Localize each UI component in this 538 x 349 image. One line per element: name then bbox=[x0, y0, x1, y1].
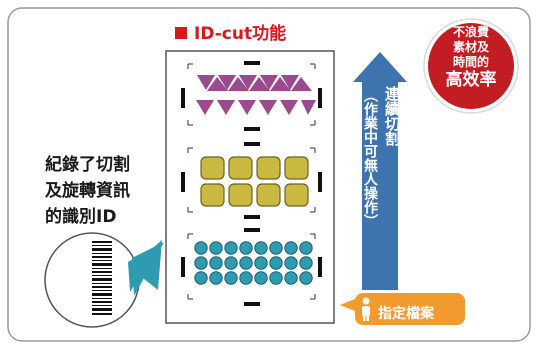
arrow-main-text: 連續切割 bbox=[383, 86, 401, 146]
badge-line-3: 時間的 bbox=[452, 55, 489, 69]
feed-arrow bbox=[353, 52, 407, 290]
id-caption-line-3: 的識別ID bbox=[45, 207, 117, 227]
id-caption-line-2: 及旋轉資訊 bbox=[45, 181, 130, 201]
title-text: ID-cut功能 bbox=[194, 24, 287, 44]
badge-line-2: 素材及 bbox=[452, 40, 489, 54]
registration-marks bbox=[181, 61, 322, 306]
badge-line-1: 不浪費 bbox=[452, 25, 489, 39]
corner-marks bbox=[187, 63, 316, 300]
badge-text: 不浪費 素材及 時間的 高效率 bbox=[428, 25, 514, 90]
arrow-sub-text: （作業中可無人操作） bbox=[362, 88, 378, 228]
circle-shapes bbox=[194, 241, 313, 285]
badge-line-4: 高效率 bbox=[445, 70, 497, 90]
id-caption-line-1: 紀錄了切割 bbox=[45, 155, 130, 175]
specify-file-label: 指定檔案 bbox=[378, 306, 434, 322]
barcode-icon bbox=[92, 241, 112, 315]
id-magnifier bbox=[44, 232, 164, 328]
square-shapes bbox=[200, 156, 309, 207]
triangle-shapes bbox=[196, 75, 316, 115]
file-callout bbox=[340, 293, 465, 325]
id-caption: 紀錄了切割 及旋轉資訊 的識別ID bbox=[45, 152, 130, 230]
title-square-icon bbox=[175, 27, 187, 39]
specify-file-button[interactable]: 指定檔案 bbox=[378, 303, 434, 323]
efficiency-badge bbox=[423, 18, 519, 114]
page-title: ID-cut功能 bbox=[175, 19, 286, 44]
